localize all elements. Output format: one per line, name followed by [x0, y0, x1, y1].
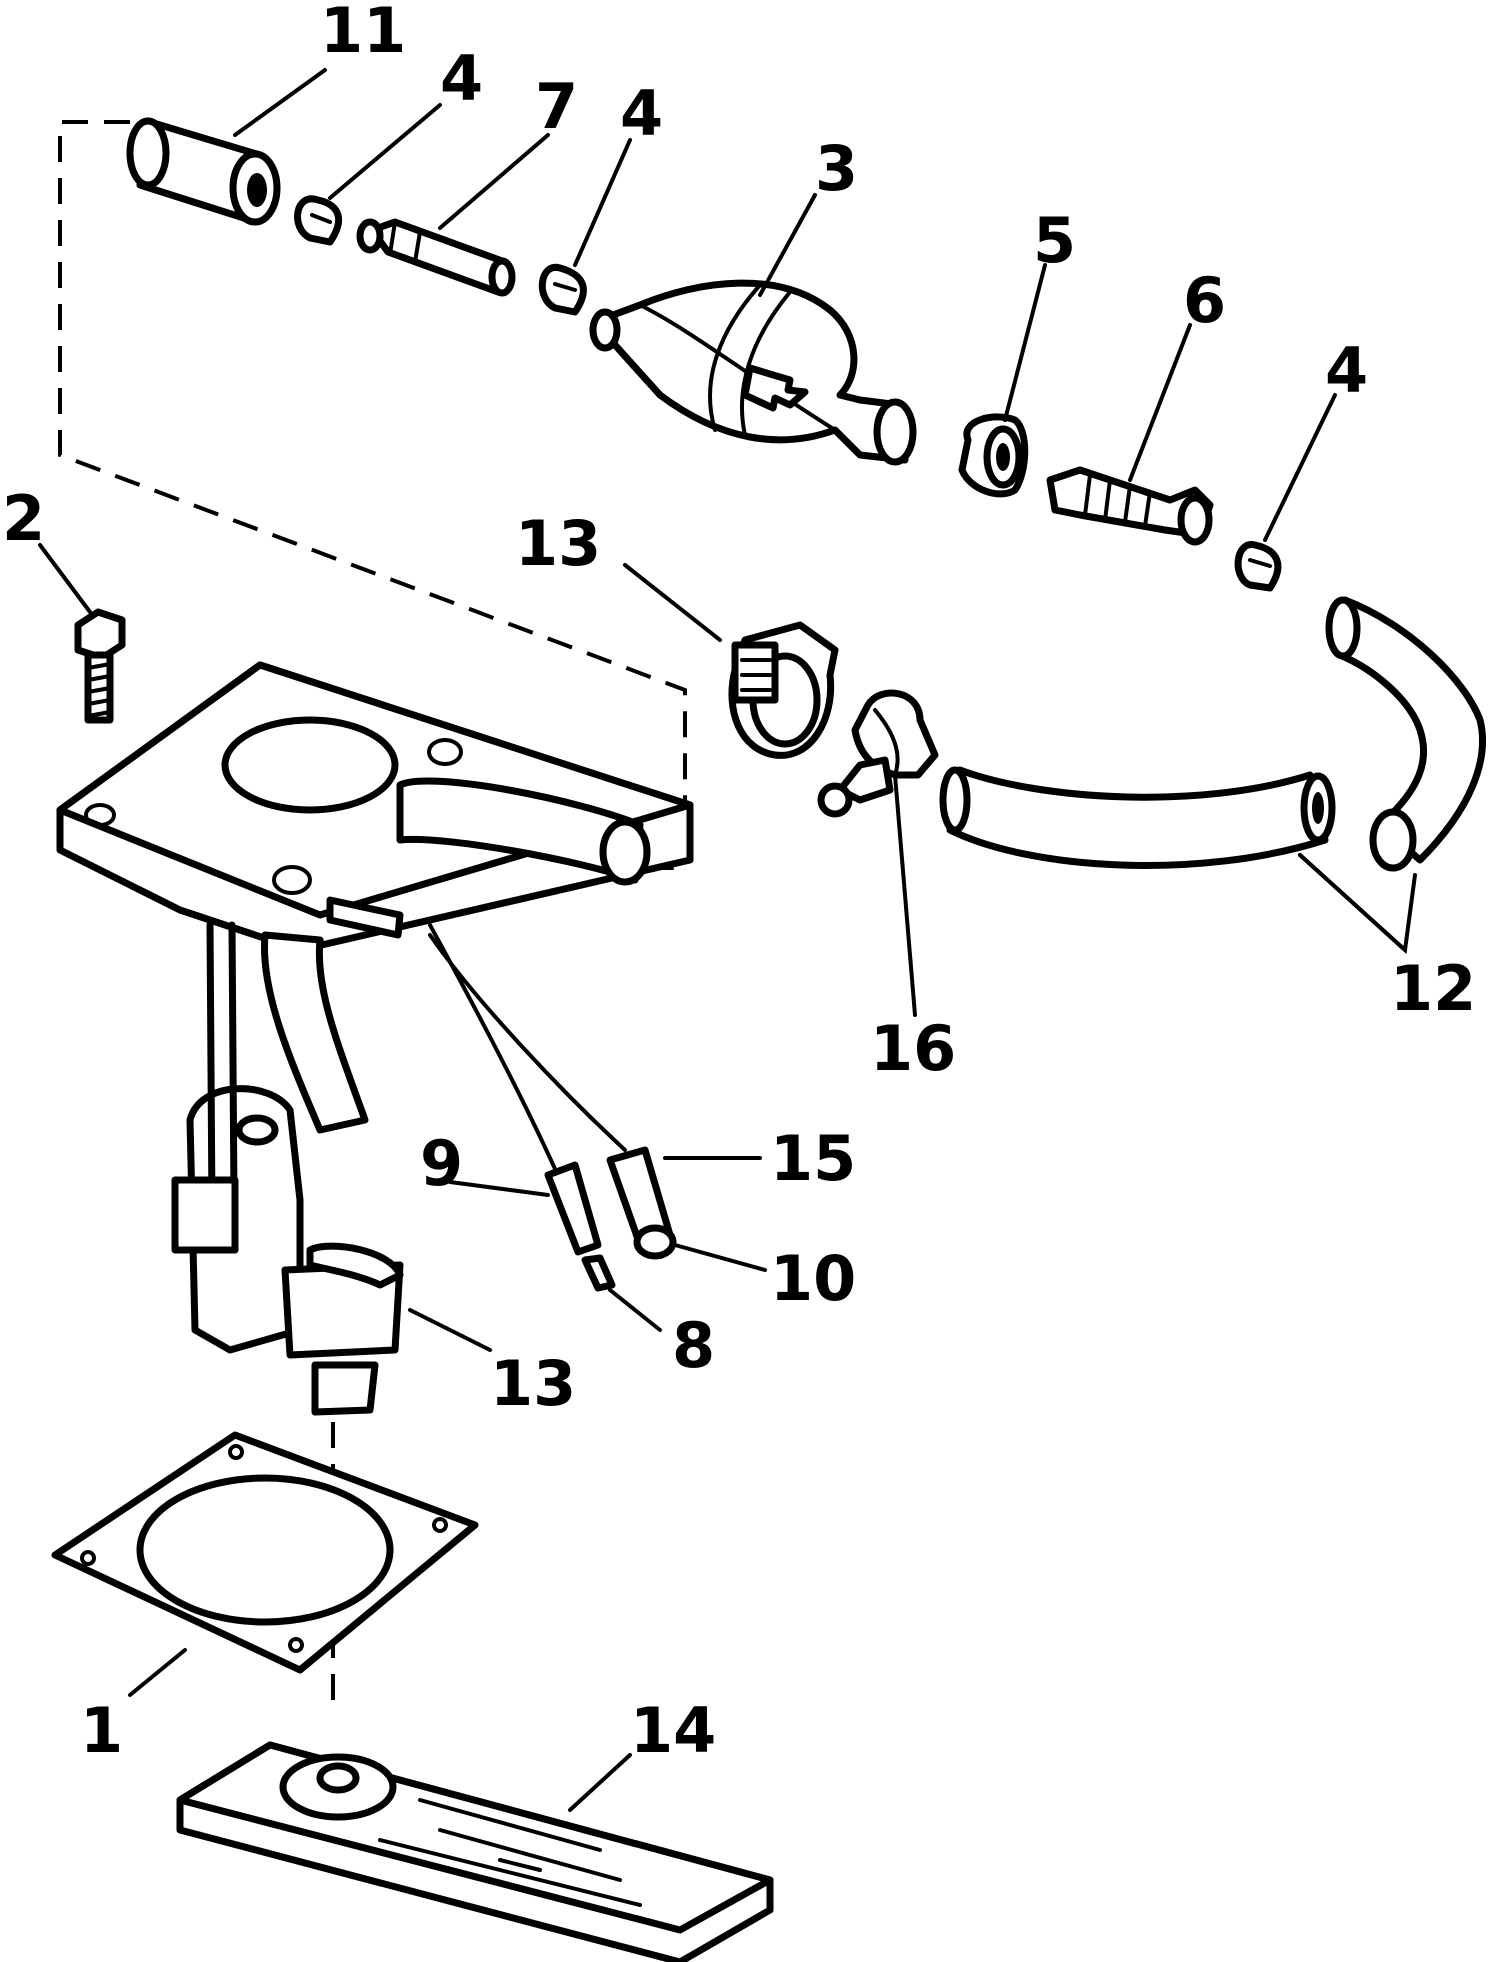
callout-5: 5 [1033, 204, 1076, 277]
callout-numbers: 11 4 7 4 3 5 6 4 2 13 16 12 9 15 10 13 8… [2, 0, 1476, 1767]
part-5-ring [958, 413, 1029, 498]
callout-13-a: 13 [515, 507, 601, 580]
callout-7: 7 [535, 70, 578, 143]
callout-11: 11 [320, 0, 406, 67]
callout-3: 3 [815, 132, 858, 205]
callout-1: 1 [80, 1694, 123, 1767]
callout-9: 9 [420, 1127, 463, 1200]
fuel-pump-assembly [56, 661, 694, 1416]
callout-8: 8 [672, 1309, 715, 1382]
part-7-fitting [356, 218, 516, 297]
callout-14: 14 [630, 1694, 716, 1767]
callout-4-c: 4 [1325, 334, 1368, 407]
callout-15: 15 [770, 1122, 856, 1195]
callout-4-a: 4 [440, 42, 483, 115]
part-16-hose-clip [817, 689, 939, 818]
wire-leads [428, 923, 677, 1292]
part-11-hose [126, 117, 281, 226]
part-12-hoses [939, 596, 1486, 872]
callout-6: 6 [1183, 264, 1226, 337]
callout-2: 2 [2, 482, 45, 555]
callout-13-b: 13 [490, 1347, 576, 1420]
part-13-clamp-upper [728, 621, 839, 759]
callout-12: 12 [1390, 952, 1476, 1025]
part-14-plate [176, 1741, 774, 1962]
part-4-clamp-b [538, 263, 587, 316]
part-1-gasket [51, 1431, 479, 1674]
part-3-primer-bulb [589, 279, 917, 466]
callout-4-b: 4 [620, 77, 663, 150]
leader-lines [38, 68, 1417, 1812]
callout-10: 10 [770, 1242, 856, 1315]
part-6-check-valve [1046, 466, 1214, 546]
part-2-bolt [74, 608, 126, 724]
part-4-clamp-a [294, 195, 342, 246]
callout-16: 16 [870, 1012, 956, 1085]
part-4-clamp-c [1234, 541, 1282, 592]
